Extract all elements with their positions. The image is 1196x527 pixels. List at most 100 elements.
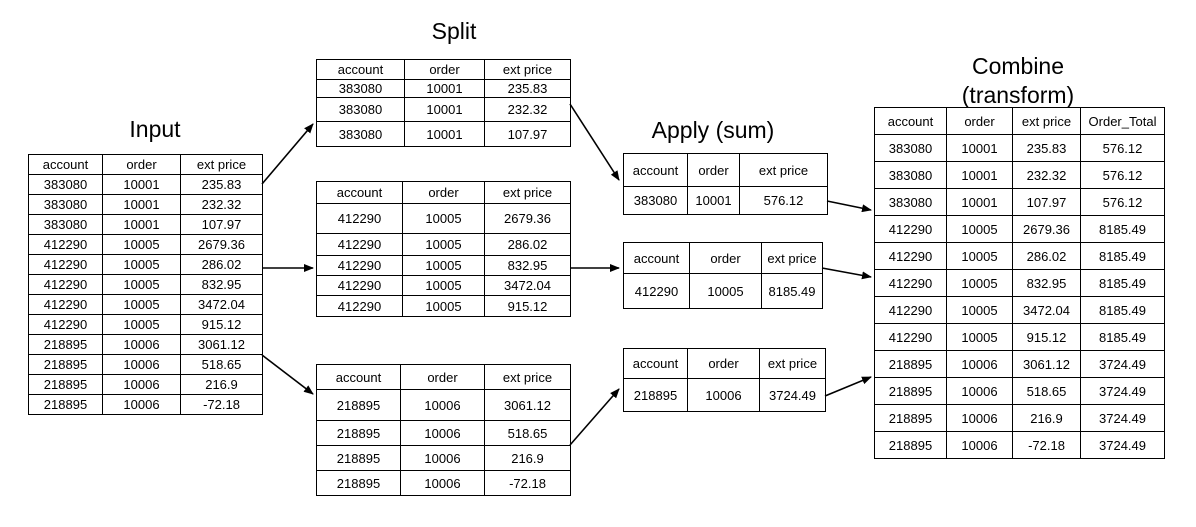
column-header-account: account [623, 348, 688, 379]
cell-account: 383080 [874, 134, 947, 162]
cell-ext-price: 232.32 [484, 97, 571, 122]
column-header-account: account [874, 107, 947, 135]
combine-subtitle: (transform) [961, 82, 1075, 108]
cell-account: 383080 [623, 186, 688, 215]
column-header-account: account [28, 154, 103, 175]
column-header-ext-price: ext price [759, 348, 826, 379]
cell-account: 412290 [874, 296, 947, 324]
cell-order: 10006 [400, 470, 485, 496]
cell-order: 10001 [404, 97, 485, 122]
cell-ext-price: -72.18 [484, 470, 571, 496]
cell-account: 412290 [874, 323, 947, 351]
cell-order: 10005 [102, 314, 181, 335]
cell-account: 412290 [623, 273, 690, 309]
cell-ext-price: 518.65 [484, 420, 571, 446]
cell-ext-price: 3472.04 [484, 275, 571, 296]
cell-account: 218895 [316, 470, 401, 496]
column-header-ext-price: ext price [484, 364, 571, 390]
cell-order: 10005 [102, 234, 181, 255]
cell-ext-price: 915.12 [484, 295, 571, 317]
cell-ext-price: 235.83 [180, 174, 263, 195]
cell-order: 10006 [400, 389, 485, 421]
cell-order: 10005 [402, 295, 485, 317]
cell-order: 10005 [402, 255, 485, 276]
cell-account: 218895 [874, 404, 947, 432]
combine-title: Combine [971, 53, 1065, 79]
cell-ext-price: 232.32 [1012, 161, 1081, 189]
cell-order: 10006 [946, 404, 1013, 432]
arrow-apply-1-to-combine [826, 200, 872, 213]
cell-account: 383080 [874, 188, 947, 216]
cell-account: 412290 [874, 215, 947, 243]
cell-order-total: 576.12 [1080, 134, 1165, 162]
cell-ext-price: 286.02 [1012, 242, 1081, 270]
arrow-input-to-split-1 [261, 123, 314, 185]
cell-ext-price: 216.9 [1012, 404, 1081, 432]
cell-ext-price: 832.95 [484, 255, 571, 276]
column-header-ext-price: ext price [484, 181, 571, 204]
cell-order: 10005 [946, 323, 1013, 351]
cell-order: 10001 [946, 188, 1013, 216]
cell-account: 218895 [28, 354, 103, 375]
cell-account: 218895 [316, 445, 401, 471]
cell-ext-price: 832.95 [1012, 269, 1081, 297]
cell-order: 10005 [689, 273, 762, 309]
combine-table: account order ext price Order_Total 3830… [874, 107, 1165, 459]
cell-order: 10005 [946, 215, 1013, 243]
cell-account: 383080 [874, 161, 947, 189]
cell-order: 10001 [102, 174, 181, 195]
split-title: Split [431, 18, 477, 44]
arrow-apply-3-to-combine [824, 376, 872, 397]
cell-ext-price: 518.65 [1012, 377, 1081, 405]
cell-account: 383080 [316, 97, 405, 122]
cell-order: 10006 [946, 431, 1013, 459]
column-header-order: order [946, 107, 1013, 135]
cell-account: 218895 [874, 431, 947, 459]
cell-order: 10001 [404, 121, 485, 147]
column-header-account: account [316, 59, 405, 80]
cell-account: 412290 [316, 203, 403, 234]
arrow-split-3-to-apply [569, 388, 620, 446]
arrow-apply-2-to-combine [821, 267, 872, 280]
cell-order: 10001 [404, 79, 485, 98]
cell-ext-price: 107.97 [484, 121, 571, 147]
arrow-split-1-to-apply [569, 103, 620, 181]
cell-ext-price: 8185.49 [761, 273, 823, 309]
column-header-ext-price: ext price [761, 242, 823, 274]
apply-title: Apply (sum) [651, 117, 775, 143]
cell-account: 383080 [316, 121, 405, 147]
cell-order-total: 3724.49 [1080, 431, 1165, 459]
column-header-order-total: Order_Total [1080, 107, 1165, 135]
cell-account: 412290 [874, 242, 947, 270]
cell-ext-price: 3472.04 [180, 294, 263, 315]
cell-order: 10006 [400, 445, 485, 471]
cell-ext-price: -72.18 [180, 394, 263, 415]
